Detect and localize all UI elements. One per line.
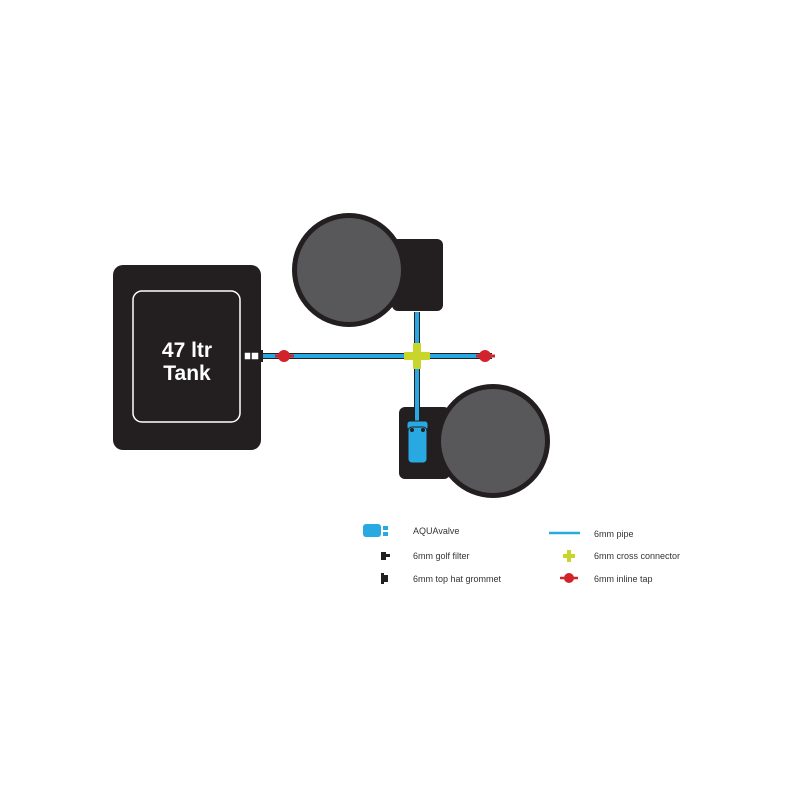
tank: 47 ltr Tank <box>113 265 261 450</box>
top-hat-grommet-icon <box>381 573 388 584</box>
inline-tap-left <box>275 350 294 362</box>
legend-aquavalve: AQUAvalve <box>413 526 459 536</box>
lower-pot <box>399 384 550 498</box>
tank-inner-outline <box>132 290 241 423</box>
upper-pot-tray <box>392 239 443 311</box>
legend-pipe: 6mm pipe <box>594 529 634 539</box>
aquavalve <box>406 420 429 464</box>
legend-golf-filter: 6mm golf filter <box>413 551 470 561</box>
legend-inline-tap: 6mm inline tap <box>594 574 653 584</box>
legend: AQUAvalve 6mm golf filter 6mm top hat gr… <box>363 524 680 584</box>
pipes <box>262 312 492 428</box>
inline-tap-icon <box>560 573 578 583</box>
legend-top-hat-grommet: 6mm top hat grommet <box>413 574 502 584</box>
cross-connector-icon <box>563 550 575 562</box>
aquavalve-icon <box>363 524 388 537</box>
tank-label-line1: 47 ltr <box>162 339 212 362</box>
golf-filter-icon <box>381 552 390 560</box>
golf-filter <box>243 350 263 362</box>
upper-pot-soil <box>297 218 401 322</box>
tank-body <box>113 265 261 450</box>
tank-label-line2: Tank <box>163 362 211 385</box>
legend-cross-connector: 6mm cross connector <box>594 551 680 561</box>
upper-pot <box>292 213 443 327</box>
lower-pot-soil <box>441 389 545 493</box>
cross-connector <box>404 343 430 369</box>
golf-filter-cap <box>258 350 263 362</box>
inline-tap-right <box>476 350 495 362</box>
